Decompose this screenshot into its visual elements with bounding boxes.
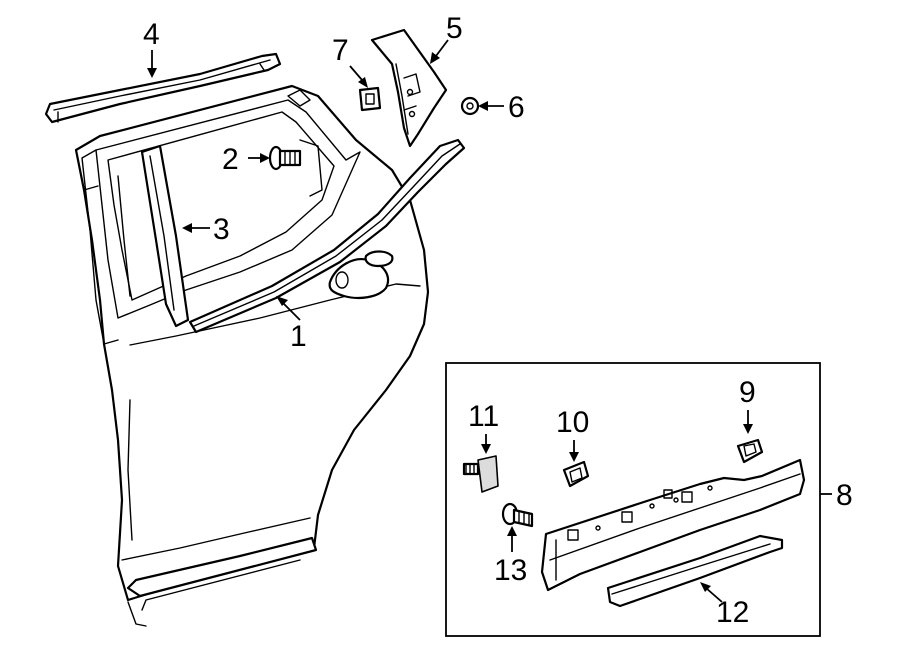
retainer-part-11 — [462, 455, 499, 493]
callout-3: 3 — [213, 213, 230, 246]
rocker-molding-part-8 — [540, 458, 806, 592]
callout-1: 1 — [290, 320, 307, 353]
bolt-part-2 — [268, 145, 302, 171]
inset-box — [445, 362, 821, 637]
callout-13: 13 — [494, 554, 527, 587]
leader-lines — [147, 39, 832, 603]
corner-molding-part-5 — [370, 28, 448, 148]
screw-part-13 — [501, 502, 534, 528]
callout-8: 8 — [836, 479, 853, 512]
lower-trim-part-12 — [606, 534, 784, 608]
callout-11: 11 — [468, 400, 499, 433]
washer-part-6 — [460, 96, 480, 116]
b-pillar-applique-part-3 — [140, 144, 190, 328]
callout-6: 6 — [508, 91, 525, 124]
callout-10: 10 — [556, 406, 589, 439]
callout-7: 7 — [332, 34, 349, 67]
clip-part-10 — [562, 460, 590, 488]
callout-9: 9 — [739, 376, 756, 409]
clip-part-9 — [736, 438, 764, 464]
upper-molding-part-4 — [44, 52, 282, 124]
callout-4: 4 — [143, 18, 160, 51]
callout-5: 5 — [446, 12, 463, 45]
rear-door — [74, 84, 430, 627]
clip-part-7 — [358, 86, 382, 112]
callout-12: 12 — [716, 596, 749, 629]
callout-2: 2 — [222, 143, 239, 176]
belt-molding-part-1 — [188, 138, 466, 334]
